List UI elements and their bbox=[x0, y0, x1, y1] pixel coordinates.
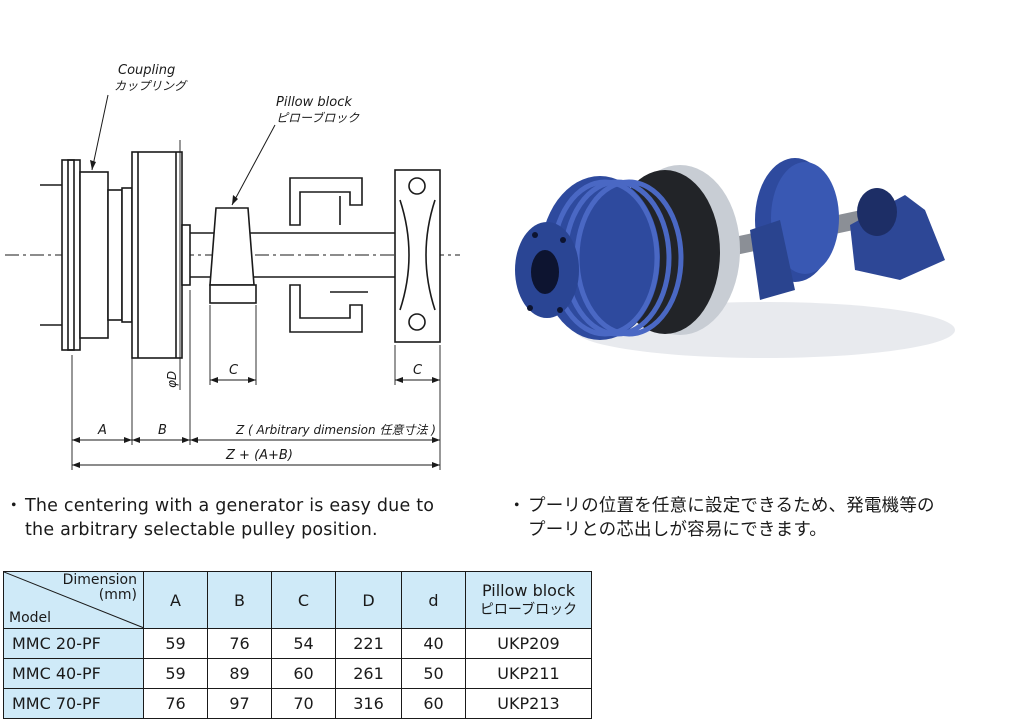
spec-table: Dimension(mm) Model A B C D d Pillow blo… bbox=[3, 571, 592, 719]
note-japanese: ・ プーリの位置を任意に設定できるため、発電機等の プーリとの芯出しが容易にでき… bbox=[508, 494, 1008, 542]
cell-pillow: UKP213 bbox=[465, 688, 592, 719]
table-row: MMC 40-PF 59 89 60 261 50 UKP211 bbox=[3, 658, 592, 689]
model-cell: MMC 70-PF bbox=[3, 688, 144, 719]
product-photo bbox=[515, 158, 955, 358]
technical-drawing: Coupling カップリング Pillow block ピローブロック φD … bbox=[5, 63, 460, 470]
cell-B: 89 bbox=[207, 658, 272, 689]
header-B: B bbox=[207, 571, 272, 629]
cell-B: 76 bbox=[207, 628, 272, 659]
bullet-mark: ・ bbox=[508, 496, 526, 516]
header-D: D bbox=[335, 571, 402, 629]
coupling-label: Coupling bbox=[118, 63, 175, 78]
note-japanese-line1: プーリの位置を任意に設定できるため、発電機等の bbox=[528, 496, 935, 516]
cell-C: 54 bbox=[271, 628, 336, 659]
cell-B: 97 bbox=[207, 688, 272, 719]
cell-D: 221 bbox=[335, 628, 402, 659]
cell-d: 50 bbox=[401, 658, 466, 689]
dim-A-label: A bbox=[97, 423, 107, 438]
dim-C-right-label: C bbox=[413, 363, 423, 378]
cell-C: 60 bbox=[271, 658, 336, 689]
bullet-mark: ・ bbox=[5, 496, 23, 516]
model-cell: MMC 20-PF bbox=[3, 628, 144, 659]
note-english-line2: the arbitrary selectable pulley position… bbox=[25, 520, 378, 540]
note-japanese-line2: プーリとの芯出しが容易にできます。 bbox=[528, 520, 827, 540]
header-A: A bbox=[143, 571, 208, 629]
pillow-block-label-ja: ピローブロック bbox=[276, 111, 360, 125]
dim-B-label: B bbox=[158, 423, 167, 438]
cell-D: 261 bbox=[335, 658, 402, 689]
pillow-block-label: Pillow block bbox=[276, 95, 352, 110]
model-cell: MMC 40-PF bbox=[3, 658, 144, 689]
dim-Z-label: Z ( Arbitrary dimension 任意寸法 ) bbox=[235, 423, 436, 437]
cell-pillow: UKP209 bbox=[465, 628, 592, 659]
header-d: d bbox=[401, 571, 466, 629]
header-pillow-block: Pillow block ピローブロック bbox=[465, 571, 592, 629]
dim-phiD-label: φD bbox=[165, 371, 179, 388]
table-row: MMC 20-PF 59 76 54 221 40 UKP209 bbox=[3, 628, 592, 659]
dim-C-left-label: C bbox=[229, 363, 239, 378]
cell-d: 40 bbox=[401, 628, 466, 659]
coupling-label-ja: カップリング bbox=[114, 79, 188, 93]
note-english: ・ The centering with a generator is easy… bbox=[5, 494, 485, 542]
corner-model: Model bbox=[9, 610, 52, 626]
cell-pillow: UKP211 bbox=[465, 658, 592, 689]
cell-D: 316 bbox=[335, 688, 402, 719]
dim-ZAB-label: Z + (A+B) bbox=[225, 448, 293, 463]
cell-A: 59 bbox=[143, 658, 208, 689]
header-C: C bbox=[271, 571, 336, 629]
cell-A: 59 bbox=[143, 628, 208, 659]
cell-d: 60 bbox=[401, 688, 466, 719]
cell-A: 76 bbox=[143, 688, 208, 719]
note-english-line1: The centering with a generator is easy d… bbox=[25, 496, 435, 516]
corner-header: Dimension(mm) Model bbox=[3, 571, 144, 629]
corner-dimension: Dimension(mm) bbox=[62, 572, 137, 603]
table-header-row: Dimension(mm) Model A B C D d Pillow blo… bbox=[3, 571, 592, 629]
table-row: MMC 70-PF 76 97 70 316 60 UKP213 bbox=[3, 688, 592, 719]
cell-C: 70 bbox=[271, 688, 336, 719]
